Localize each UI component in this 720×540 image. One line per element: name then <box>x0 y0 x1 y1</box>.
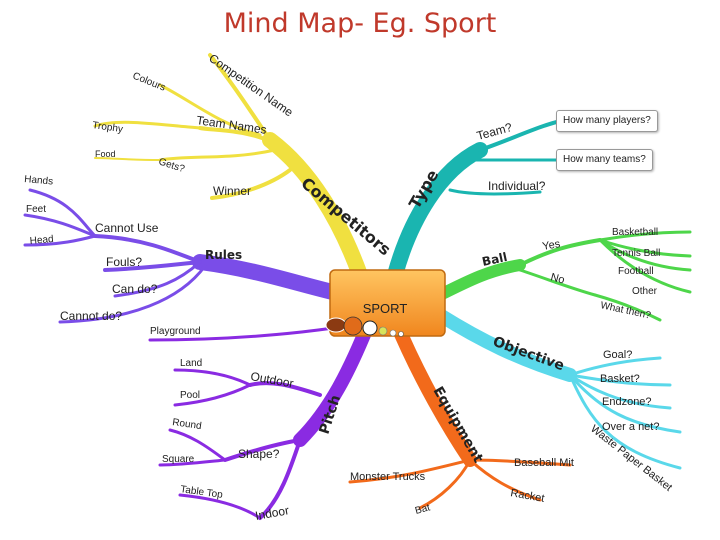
leaf-goal: Goal? <box>603 349 632 361</box>
central-node: SPORT <box>325 269 446 337</box>
leaf-football: Football <box>618 266 654 277</box>
leaf-trophy: Trophy <box>92 120 124 135</box>
branch-rules <box>23 188 353 324</box>
leaf-indoor: Indoor <box>254 503 290 523</box>
rules-heading: Rules <box>205 248 242 262</box>
leaf-cannot-use: Cannot Use <box>95 221 159 235</box>
note-how-many-teams: How many teams? <box>556 149 653 171</box>
branch-competitors <box>93 53 368 283</box>
leaf-over-a-net: Over a net? <box>602 421 659 433</box>
sports-balls-icon <box>325 316 404 337</box>
leaf-individual: Individual? <box>488 179 546 193</box>
leaf-colours: Colours <box>131 71 167 94</box>
leaf-playground: Playground <box>150 326 201 337</box>
leaf-outdoor: Outdoor <box>249 369 294 390</box>
leaf-square: Square <box>162 454 195 465</box>
leaf-land: Land <box>180 358 202 369</box>
branch-equipment <box>348 313 572 510</box>
leaf-bat: Bat <box>414 502 432 517</box>
branch-ball <box>434 230 692 322</box>
leaf-yes: Yes <box>541 238 561 253</box>
leaf-pool: Pool <box>180 390 200 401</box>
leaf-head: Head <box>29 234 54 247</box>
leaf-tennis-ball: Tennis Ball <box>612 248 660 259</box>
leaf-feet: Feet <box>26 204 46 215</box>
leaf-monster-trucks: Monster Trucks <box>350 471 426 483</box>
leaf-food: Food <box>95 149 116 159</box>
leaf-shape: Shape? <box>238 447 280 461</box>
leaf-waste-paper-basket: Waste Paper Basket <box>588 423 674 494</box>
leaf-endzone: Endzone? <box>602 396 652 408</box>
leaf-no: No <box>549 271 566 286</box>
page-title: Mind Map- Eg. Sport <box>223 8 497 39</box>
leaf-what-then: What then? <box>599 300 652 321</box>
leaf-basket: Basket? <box>600 373 640 385</box>
leaf-racket: Racket <box>509 487 545 505</box>
ball-heading: Ball <box>481 250 509 269</box>
leaf-baseball-mit: Baseball Mit <box>514 457 574 469</box>
leaf-basketball: Basketball <box>612 227 658 238</box>
leaf-winner: Winner <box>213 184 251 198</box>
leaf-hands: Hands <box>24 174 54 187</box>
central-label: SPORT <box>363 301 408 316</box>
leaf-can-do: Can do? <box>112 282 158 296</box>
leaf-cannot-do: Cannot do? <box>60 309 122 323</box>
branch-objective <box>433 308 682 470</box>
leaf-other: Other <box>632 286 658 297</box>
leaf-fouls: Fouls? <box>106 255 142 269</box>
leaf-round: Round <box>172 417 203 432</box>
note-how-many-players: How many players? <box>556 110 658 132</box>
